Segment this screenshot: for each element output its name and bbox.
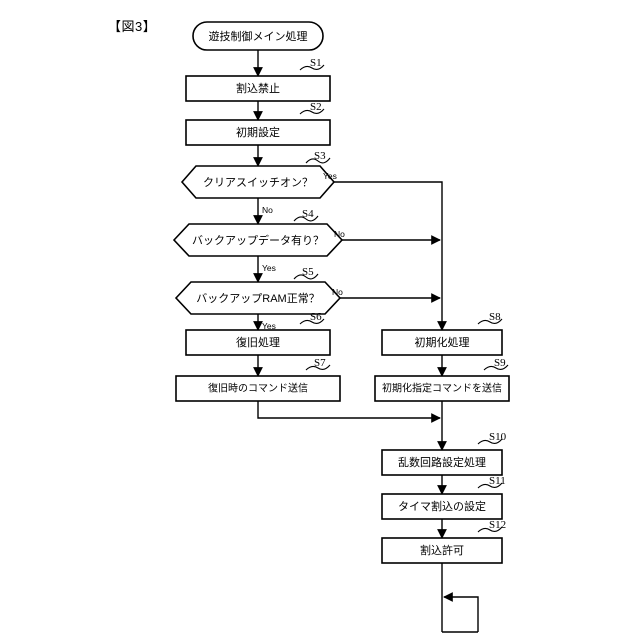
edge-s7-to-trunk [257,401,441,423]
start-shape [192,21,324,51]
step-label-s11: S11 [489,475,506,487]
node-s6[interactable]: 復旧処理 [185,329,331,356]
s8-shape [381,329,503,356]
node-s7[interactable]: 復旧時のコマンド送信 [175,375,341,402]
leader-s5 [293,273,319,280]
s6-label: 復旧処理 [236,336,280,349]
step-label-s3: S3 [314,150,326,162]
edge-loop-back [443,592,479,632]
step-label-s1: S1 [310,57,322,69]
s3-shape [180,165,336,199]
leader-s9 [483,364,509,371]
edge-label-s4-yes: Yes [262,263,276,273]
s11-shape [381,493,503,520]
step-label-s7: S7 [314,357,326,369]
edge-s3-yes-to-trunk [322,181,447,331]
s1-shape [185,75,331,102]
s2-label: 初期設定 [236,125,280,139]
step-label-s5: S5 [302,266,314,278]
step-label-s4: S4 [302,208,314,220]
step-label-s10: S10 [489,431,507,443]
s9-label: 初期化指定コマンドを送信 [382,382,502,395]
node-s2[interactable]: 初期設定 [185,119,331,146]
step-label-s8: S8 [489,311,501,323]
step-label-s12: S12 [489,519,506,531]
node-start[interactable]: 遊技制御メイン処理 [192,21,324,51]
s4-shape [172,223,344,257]
s8-label: 初期化処理 [415,335,470,349]
edge-label-s3-no: No [262,205,273,215]
s3-label: クリアスイッチオン？ [203,176,313,189]
s10-label: 乱数回路設定処理 [398,455,486,469]
s6-shape [185,329,331,356]
edge-label-s5-no: No [332,287,343,297]
node-s3[interactable]: クリアスイッチオン？ [180,165,336,199]
step-label-s9: S9 [494,357,506,369]
s1-label: 割込禁止 [236,81,280,95]
leader-s4 [293,215,319,222]
s7-label: 復旧時のコマンド送信 [208,382,308,395]
leader-s8 [477,318,503,325]
s12-shape [381,537,503,564]
leader-s3 [305,157,331,164]
node-s5[interactable]: バックアップRAM正常？ [174,281,342,315]
step-label-s6: S6 [310,311,322,323]
leader-s1 [299,64,325,71]
node-s4[interactable]: バックアップデータ有り？ [172,223,344,257]
s11-label: タイマ割込の設定 [398,499,486,513]
leader-s12 [477,526,503,533]
leader-s6 [299,318,325,325]
node-s10[interactable]: 乱数回路設定処理 [381,449,503,476]
edge-label-s4-no: No [334,229,345,239]
s10-shape [381,449,503,476]
leader-s2 [299,108,325,115]
node-s12[interactable]: 割込許可 [381,537,503,564]
edge-label-s5-yes: Yes [262,321,276,331]
edge-label-s3-yes: Yes [323,171,337,181]
s4-label: バックアップデータ有り？ [192,233,324,247]
s12-label: 割込許可 [420,543,464,557]
step-label-s2: S2 [310,101,322,113]
node-s1[interactable]: 割込禁止 [185,75,331,102]
figure-caption: 【図3】 [108,19,157,34]
leader-s7 [305,364,331,371]
s5-label: バックアップRAM正常？ [196,292,319,305]
node-s8[interactable]: 初期化処理 [381,329,503,356]
leader-s11 [477,482,503,489]
node-s9[interactable]: 初期化指定コマンドを送信 [374,375,510,402]
s5-shape [174,281,342,315]
leader-s10 [477,438,503,445]
s2-shape [185,119,331,146]
s7-shape [175,375,341,402]
start-label: 遊技制御メイン処理 [209,29,308,43]
s9-shape [374,375,510,402]
node-s11[interactable]: タイマ割込の設定 [381,493,503,520]
